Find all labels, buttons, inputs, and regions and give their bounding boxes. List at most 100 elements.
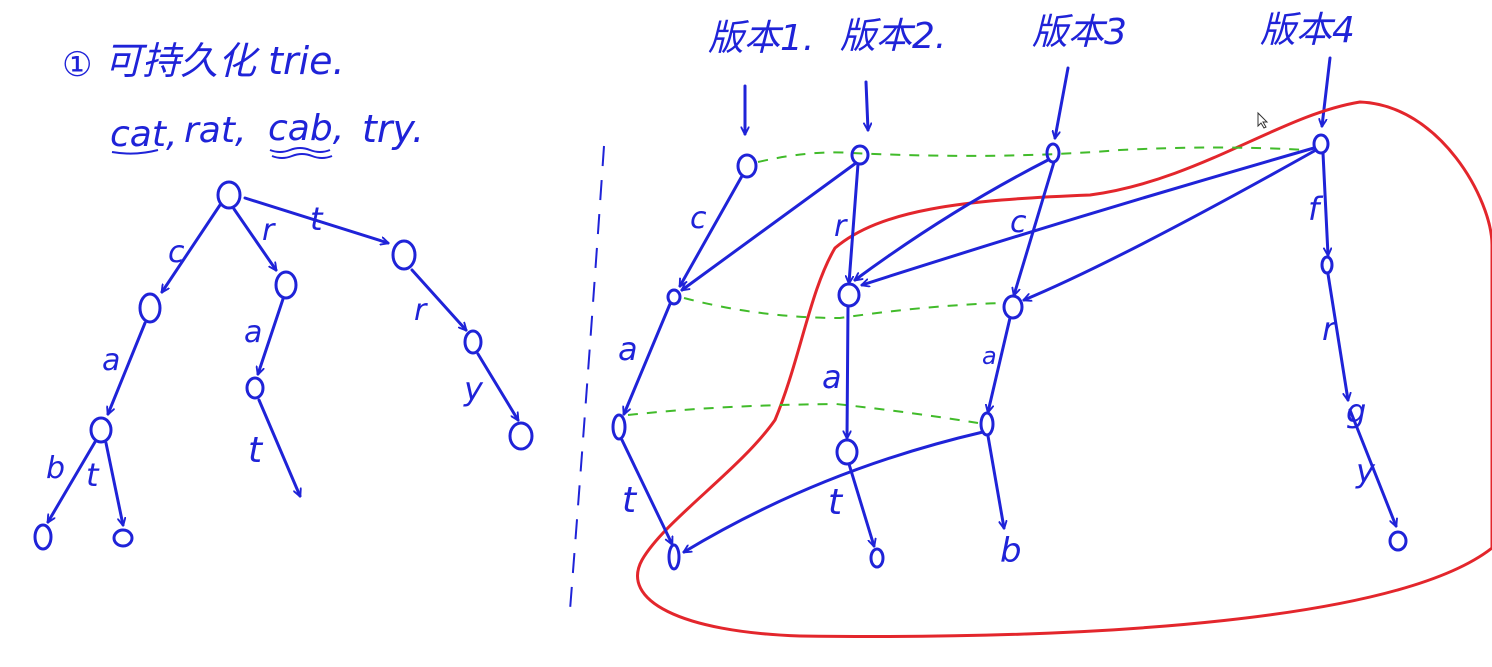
persistent-trie: c a t r a t c a f r g y b	[611, 133, 1408, 571]
edge-r-a	[847, 304, 848, 438]
version-3-label: 版本3	[1032, 12, 1127, 53]
root-pointer-v2	[866, 80, 868, 130]
label-y: y	[1355, 452, 1376, 490]
version-labels: 版本1. 版本2. 版本3 版本4	[708, 10, 1355, 59]
leaf-label-b: b	[1000, 531, 1022, 571]
trie-edge-c	[162, 203, 222, 292]
trie-edge-ca	[108, 321, 147, 414]
trie-edge-ra	[258, 297, 285, 374]
trie-label-c: c	[168, 235, 185, 270]
leaf-fry	[1388, 530, 1408, 552]
trie-node-try	[508, 421, 534, 451]
trie-node-ca	[89, 416, 113, 444]
label-r-2: r	[1322, 310, 1337, 348]
link-roots	[757, 146, 1306, 163]
edge-ca-t	[620, 438, 674, 544]
trie-edge-try	[476, 352, 520, 420]
leaf-cat	[667, 543, 681, 571]
word-cat: cat,	[110, 114, 177, 155]
trie-edge-tr	[410, 268, 466, 330]
highlight-loop	[636, 100, 1492, 638]
underline-cab-2	[271, 153, 333, 159]
word-cab: cab,	[268, 108, 344, 149]
label-r: r	[834, 209, 848, 244]
underline-cab-1	[269, 147, 331, 153]
trie-edge-cat	[104, 441, 123, 525]
edge-ra-t	[847, 462, 874, 546]
label-t: t	[622, 480, 638, 521]
trie-root-node	[216, 180, 242, 210]
edge-c-a	[624, 302, 672, 414]
trie-node-cab	[33, 523, 53, 551]
edge-ca-b	[986, 434, 1004, 528]
trie-edge-rat	[257, 398, 300, 496]
heading: ① 可持久化 trie.	[62, 39, 345, 85]
node-r	[837, 282, 861, 308]
trie-label-b: b	[46, 451, 65, 486]
trie-label-y: y	[463, 370, 484, 408]
heading-number: ①	[62, 45, 92, 85]
label-c-2: c	[1010, 205, 1027, 240]
node-ca	[611, 413, 627, 441]
leaf-rat	[869, 547, 885, 569]
root-pointer-v3	[1055, 66, 1070, 138]
trie-node-tr	[463, 329, 483, 355]
trie-edge-cab	[46, 440, 97, 522]
version-2-label: 版本2.	[840, 16, 946, 57]
label-f: f	[1308, 190, 1324, 228]
trie-node-ra	[245, 376, 265, 400]
trie-label-a-2: a	[244, 315, 262, 350]
node-c	[666, 288, 682, 306]
heading-title: 可持久化 trie.	[104, 39, 345, 83]
edge-v4-r	[862, 146, 1316, 285]
node-ra	[835, 438, 859, 466]
word-rat: rat,	[184, 110, 246, 151]
label-g: g	[1346, 392, 1366, 430]
v2-root-node	[850, 144, 870, 166]
version-1-label: 版本1.	[708, 18, 814, 59]
trie-edge-t	[243, 196, 388, 243]
edge-v2-r	[849, 162, 860, 283]
trie-label-r: r	[262, 213, 276, 248]
left-trie: c r t a a r y b t t	[33, 180, 534, 551]
trie-node-r	[274, 270, 298, 300]
cursor-arrow-icon	[1257, 111, 1269, 129]
divider-line	[569, 145, 605, 611]
label-c: c	[690, 201, 707, 236]
label-a-2: a	[822, 358, 842, 396]
node-c-v3	[1002, 294, 1024, 320]
trie-label-r-2: r	[414, 293, 428, 328]
edge-cab-t-share	[684, 430, 985, 554]
trie-node-cat	[112, 528, 134, 548]
link-level-2	[627, 402, 979, 424]
label-a: a	[618, 330, 638, 368]
label-a-3: a	[982, 342, 997, 370]
trie-node-t	[391, 239, 417, 271]
label-t-2: t	[828, 482, 844, 523]
trie-label-t-3: t	[248, 430, 264, 471]
edge-v2-c	[682, 161, 858, 290]
node-f	[1320, 255, 1334, 275]
edge-f-r	[1326, 272, 1348, 400]
edge-v4-f	[1321, 151, 1328, 255]
edge-c-a-v3	[988, 316, 1012, 412]
word-list: cat, rat, cab, try.	[110, 107, 424, 159]
trie-label-t: t	[310, 200, 324, 238]
root-pointer-v4	[1322, 56, 1332, 126]
edge-v1-c	[678, 174, 744, 286]
trie-label-t-2: t	[86, 456, 100, 494]
word-try: try.	[362, 107, 424, 151]
v4-root-node	[1312, 133, 1330, 155]
edge-v3-r	[855, 158, 1050, 280]
v1-root-node	[736, 153, 758, 179]
underline-cat	[111, 149, 159, 155]
edge-v4-c	[1024, 148, 1318, 300]
edge-v3-c	[1014, 160, 1056, 295]
trie-label-a-1: a	[102, 343, 120, 378]
link-level-1	[683, 297, 1004, 320]
edge-r-y	[1348, 408, 1396, 526]
trie-node-c	[138, 292, 162, 324]
trie-edge-r	[232, 207, 276, 270]
version-4-label: 版本4	[1260, 10, 1355, 51]
